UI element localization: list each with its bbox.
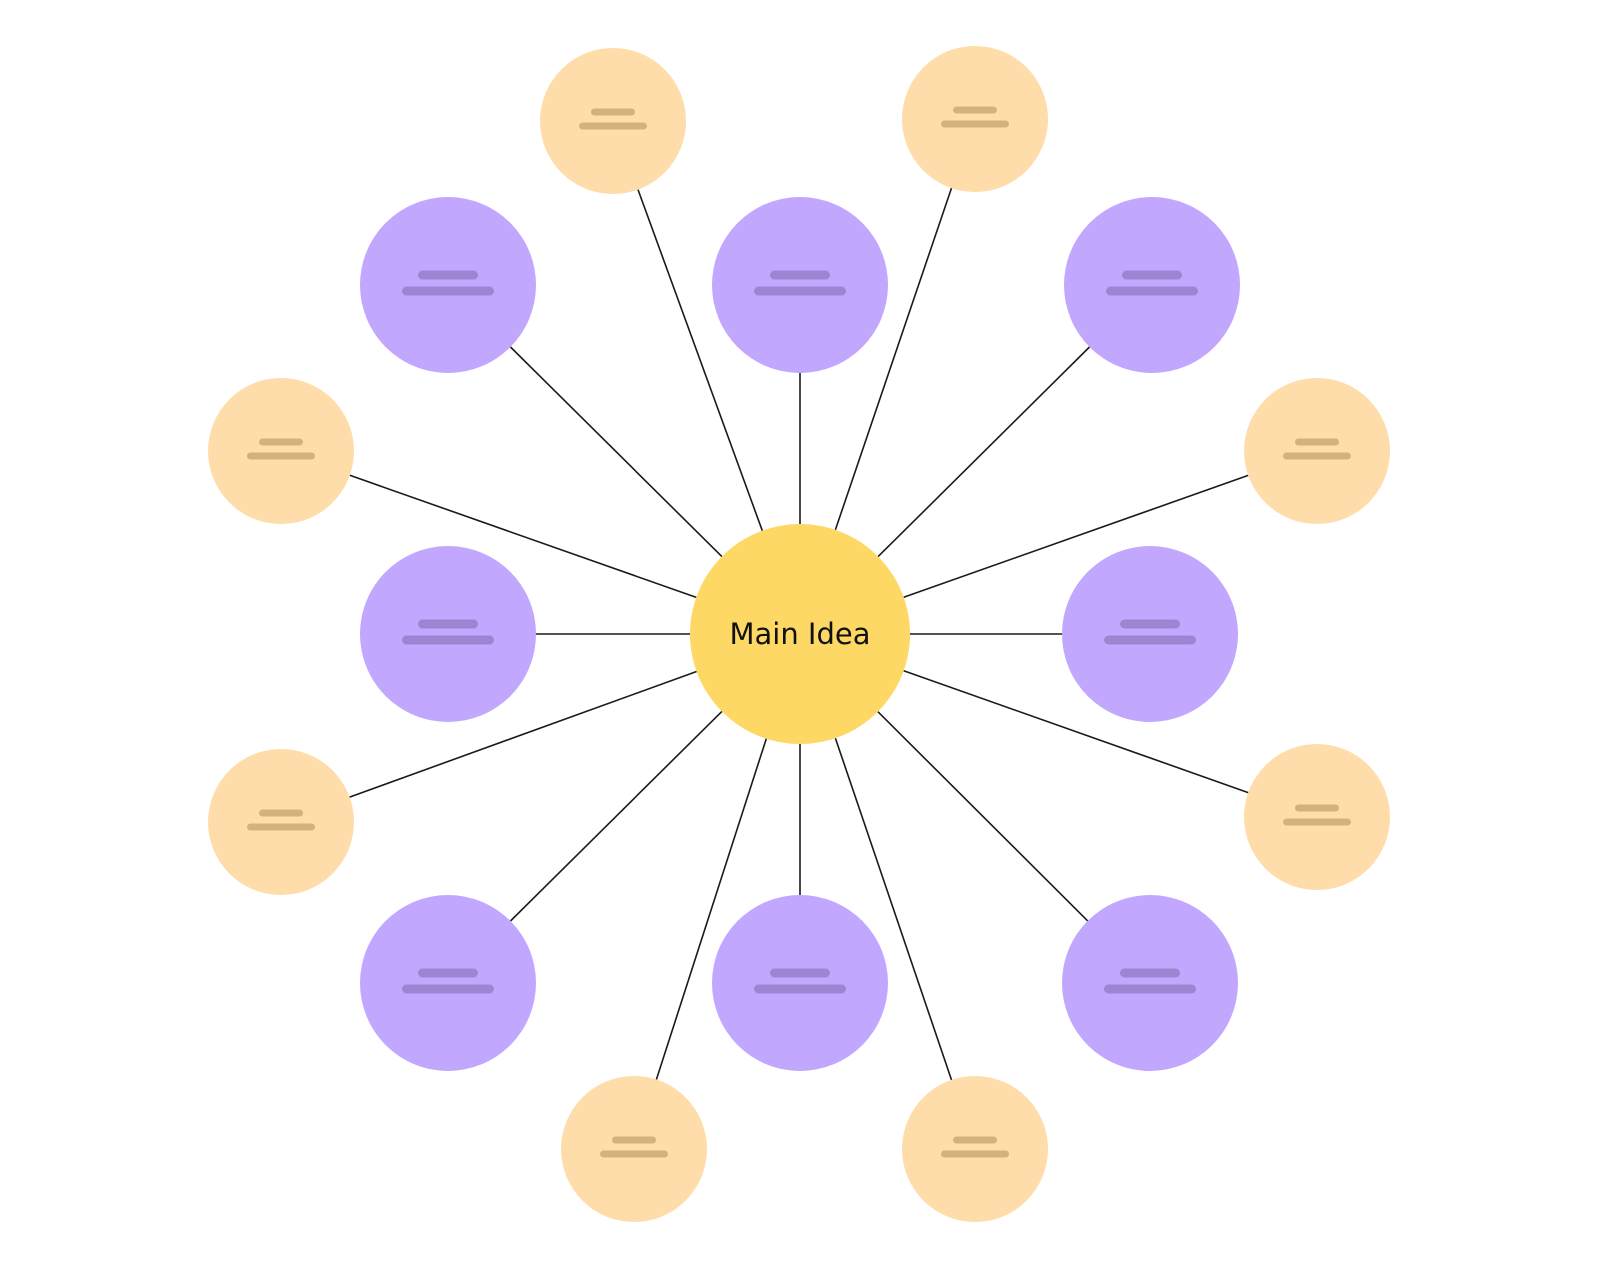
placeholder-text-line-short: [1120, 619, 1180, 629]
connector-line-right-lower: [903, 669, 1249, 794]
connector-line-top-left-upper: [637, 189, 764, 531]
primary-node-top-left[interactable]: [360, 197, 536, 373]
connector-line-bottom-left-lower: [655, 738, 768, 1080]
secondary-node-bottom-right-lower[interactable]: [902, 1076, 1048, 1222]
placeholder-text-line-short: [770, 968, 830, 978]
connector-line-bottom-right: [877, 711, 1089, 922]
secondary-node-top-right-upper[interactable]: [902, 46, 1048, 192]
placeholder-text-line-long: [1104, 984, 1196, 994]
placeholder-text-line-short: [612, 1136, 656, 1144]
main-idea-label: Main Idea: [729, 617, 870, 651]
placeholder-text-line-short: [418, 270, 478, 280]
placeholder-text-line-long: [754, 984, 846, 994]
node-circle: [1062, 546, 1238, 722]
placeholder-text-line-short: [418, 619, 478, 629]
main-idea-circle: [690, 524, 910, 744]
placeholder-text-line-short: [1295, 804, 1339, 812]
placeholder-text-line-long: [941, 1150, 1009, 1158]
primary-node-top-right[interactable]: [1064, 197, 1240, 373]
placeholder-text-line-short: [953, 106, 997, 114]
primary-node-bottom-right[interactable]: [1062, 895, 1238, 1071]
placeholder-text-line-long: [941, 120, 1009, 128]
placeholder-text-line-short: [1120, 968, 1180, 978]
connector-line-left-upper: [349, 474, 697, 599]
node-circle: [902, 1076, 1048, 1222]
placeholder-text-line-short: [770, 270, 830, 280]
placeholder-text-line-short: [953, 1136, 997, 1144]
placeholder-text-line-short: [591, 108, 635, 116]
placeholder-text-line-long: [1104, 635, 1196, 645]
placeholder-text-line-long: [1106, 286, 1198, 296]
placeholder-text-line-long: [754, 286, 846, 296]
node-circle: [208, 378, 354, 524]
connector-line-bottom-left: [509, 710, 723, 922]
node-circle: [712, 197, 888, 373]
node-circle: [561, 1076, 707, 1222]
placeholder-text-line-long: [579, 122, 647, 130]
node-circle: [360, 895, 536, 1071]
placeholder-text-line-short: [1295, 438, 1339, 446]
connector-line-bottom-right-lower: [834, 737, 953, 1081]
node-circle: [208, 749, 354, 895]
node-circle: [360, 197, 536, 373]
primary-node-top[interactable]: [712, 197, 888, 373]
placeholder-text-line-short: [418, 968, 478, 978]
nodes: [208, 46, 1390, 1222]
secondary-node-right-lower[interactable]: [1244, 744, 1390, 890]
placeholder-text-line-long: [402, 286, 494, 296]
placeholder-text-line-long: [247, 823, 315, 831]
connector-line-top-right: [877, 346, 1091, 558]
secondary-node-left-upper[interactable]: [208, 378, 354, 524]
node-circle: [712, 895, 888, 1071]
secondary-node-right-upper[interactable]: [1244, 378, 1390, 524]
connector-line-right-upper: [903, 474, 1249, 599]
placeholder-text-line-long: [1283, 452, 1351, 460]
secondary-node-left-lower[interactable]: [208, 749, 354, 895]
placeholder-text-line-long: [402, 984, 494, 994]
node-circle: [1244, 744, 1390, 890]
connector-line-top-left: [509, 346, 723, 558]
node-circle: [360, 546, 536, 722]
node-circle: [902, 46, 1048, 192]
placeholder-text-line-long: [1283, 818, 1351, 826]
node-circle: [1062, 895, 1238, 1071]
placeholder-text-line-short: [1122, 270, 1182, 280]
main-idea-node[interactable]: Main Idea: [690, 524, 910, 744]
primary-node-bottom[interactable]: [712, 895, 888, 1071]
secondary-node-top-left-upper[interactable]: [540, 48, 686, 194]
placeholder-text-line-short: [259, 438, 303, 446]
primary-node-left[interactable]: [360, 546, 536, 722]
placeholder-text-line-long: [247, 452, 315, 460]
placeholder-text-line-short: [259, 809, 303, 817]
connector-line-top-right-upper: [834, 187, 953, 531]
placeholder-text-line-long: [600, 1150, 668, 1158]
node-circle: [540, 48, 686, 194]
placeholder-text-line-long: [402, 635, 494, 645]
secondary-node-bottom-left-lower[interactable]: [561, 1076, 707, 1222]
connector-line-left-lower: [349, 670, 697, 798]
primary-node-bottom-left[interactable]: [360, 895, 536, 1071]
node-circle: [1064, 197, 1240, 373]
node-circle: [1244, 378, 1390, 524]
connectors: [349, 187, 1249, 1081]
primary-node-right[interactable]: [1062, 546, 1238, 722]
